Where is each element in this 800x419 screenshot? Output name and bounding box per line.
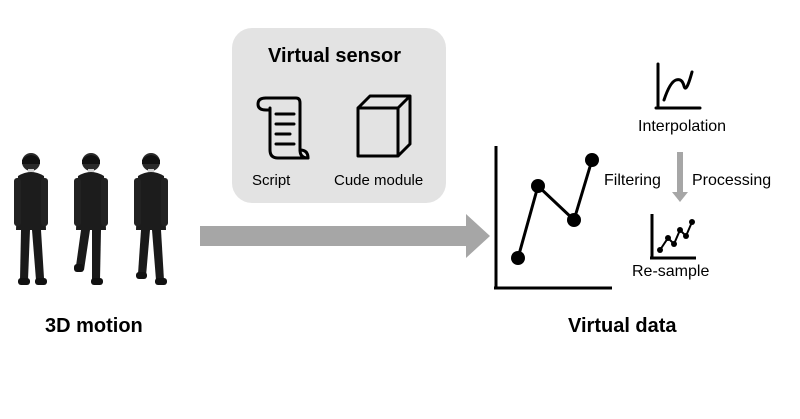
scroll-icon (256, 96, 310, 160)
walking-figure-3 (134, 153, 168, 285)
chart-axes (494, 146, 612, 290)
resample-label: Re-sample (632, 263, 710, 280)
processing-label: Processing (692, 172, 772, 189)
cube-icon (356, 94, 412, 158)
cube-module-label: Cude module (334, 172, 424, 189)
main-arrow (200, 214, 490, 258)
motion-caption: 3D motion (45, 315, 143, 337)
data-line (516, 159, 594, 259)
down-arrow (672, 152, 688, 202)
data-point (531, 179, 545, 193)
data-point (567, 213, 581, 227)
data-point (511, 251, 525, 265)
virtual-data-caption: Virtual data (568, 315, 677, 337)
interpolation-label: Interpolation (638, 118, 727, 135)
virtual-sensor-title: Virtual sensor (268, 45, 402, 67)
walking-figure-2 (74, 153, 108, 285)
data-point (585, 153, 599, 167)
walking-figure-1 (14, 153, 48, 285)
script-label: Script (252, 172, 291, 189)
filtering-label: Filtering (604, 172, 661, 189)
resample-plot-icon (650, 214, 696, 260)
curve-plot-icon (654, 62, 702, 110)
